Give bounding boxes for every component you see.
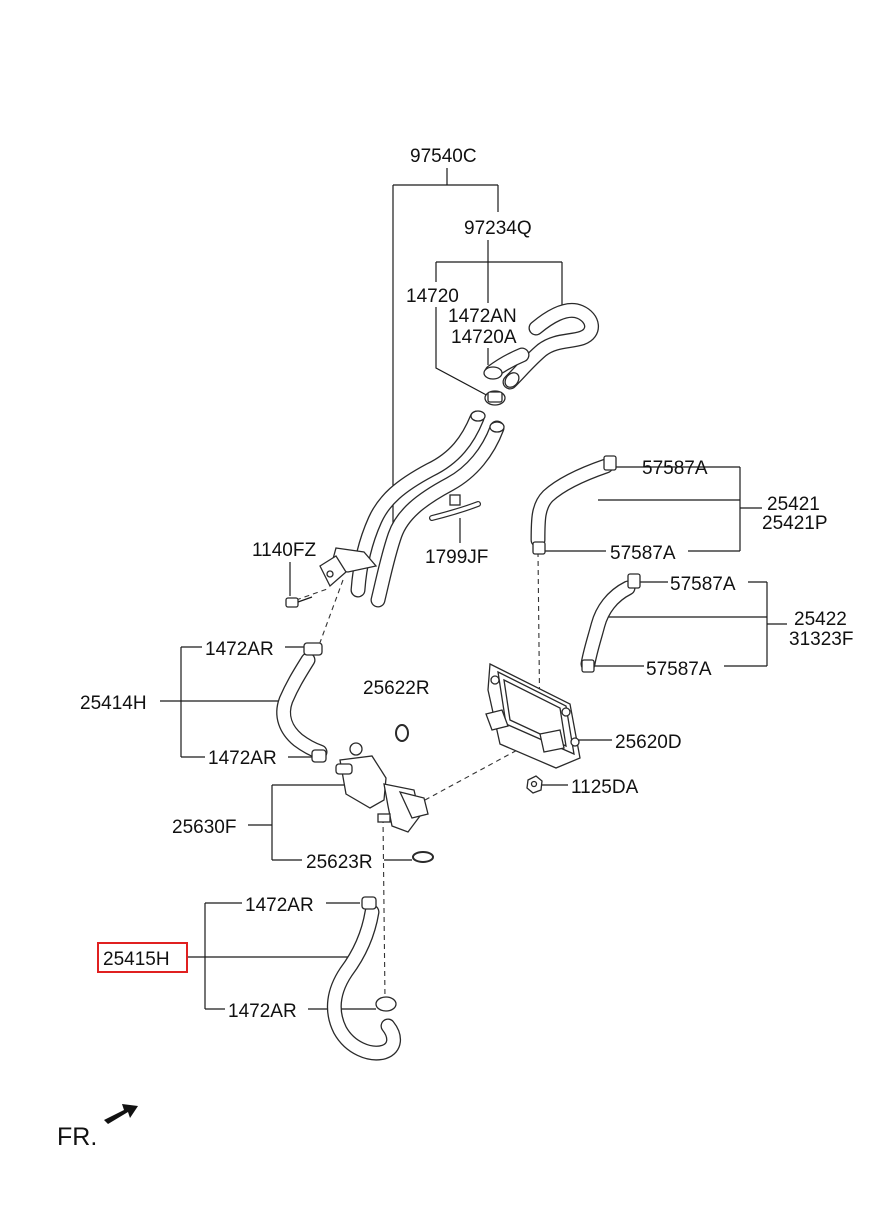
hose-clamp-icon <box>483 366 506 406</box>
label-25622R: 25622R <box>363 678 430 699</box>
o-ring-icon <box>395 724 409 742</box>
front-arrow-icon <box>104 1104 138 1124</box>
label-57587A: 57587A <box>642 458 708 479</box>
label-97234Q: 97234Q <box>464 218 532 239</box>
label-1472AR: 1472AR <box>208 748 277 769</box>
label-97540C: 97540C <box>410 146 477 167</box>
part-labels: 97540C 97234Q 14720 1472AN 14720A 57587A… <box>57 146 853 1151</box>
label-25630F: 25630F <box>172 817 236 838</box>
label-1472AR: 1472AR <box>245 895 314 916</box>
front-direction-label: FR. <box>57 1123 97 1151</box>
label-14720A: 14720A <box>451 327 517 348</box>
highlight-box <box>97 942 188 973</box>
label-1472AR: 1472AR <box>205 639 274 660</box>
o-ring-icon <box>412 851 434 863</box>
label-31323F: 31323F <box>789 629 853 650</box>
water-hose-lower <box>326 896 401 1061</box>
nut-icon <box>526 775 543 794</box>
oil-cooler-hose-lower <box>580 573 641 673</box>
label-57587A: 57587A <box>610 543 676 564</box>
label-1799JF: 1799JF <box>425 547 488 568</box>
water-valve-icon <box>335 742 429 833</box>
label-25421P: 25421P <box>762 513 828 534</box>
oil-cooler-icon <box>485 662 581 769</box>
water-hose-upper <box>276 642 328 763</box>
label-25421: 25421 <box>767 494 820 515</box>
heater-pipe-assembly <box>319 410 505 608</box>
label-1140FZ: 1140FZ <box>252 540 316 561</box>
leader-lines <box>160 168 787 1010</box>
oil-cooler-hose-upper <box>530 455 617 555</box>
label-25620D: 25620D <box>615 732 682 753</box>
bolt-icon <box>285 596 313 608</box>
label-25415H[interactable]: 25415H <box>103 949 170 970</box>
harness-clip-icon <box>429 494 481 521</box>
label-25414H: 25414H <box>80 693 147 714</box>
assembly-dash-lines <box>295 551 546 1001</box>
label-57587A: 57587A <box>646 659 712 680</box>
label-25422: 25422 <box>794 609 847 630</box>
label-57587A: 57587A <box>670 574 736 595</box>
label-14720: 14720 <box>406 286 459 307</box>
label-25623R: 25623R <box>306 852 373 873</box>
label-1125DA: 1125DA <box>571 777 639 798</box>
label-1472AR: 1472AR <box>228 1001 297 1022</box>
label-1472AN: 1472AN <box>448 306 517 327</box>
